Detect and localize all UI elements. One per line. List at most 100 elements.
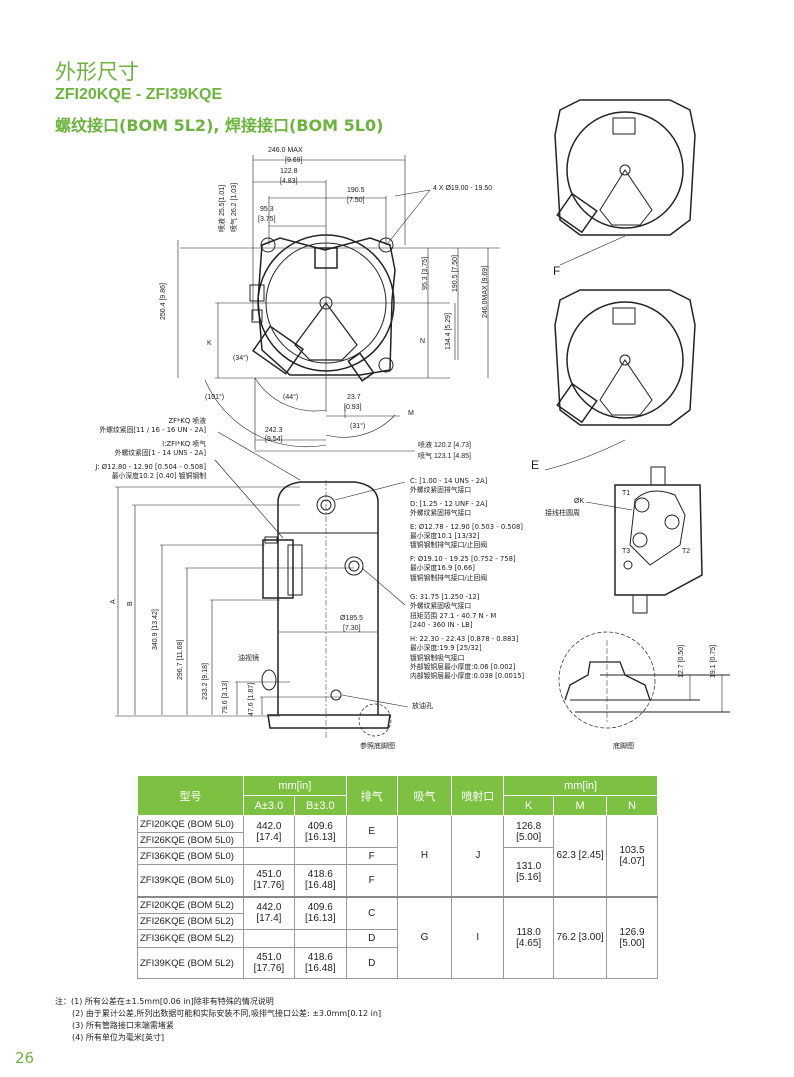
- note-line: 镀铜钢制排气接口/止回阀: [410, 541, 488, 550]
- dim-95-in: [3.75]: [258, 216, 276, 223]
- dim-250: 250.4 [9.86]: [160, 283, 167, 320]
- dim-95: 95.3: [260, 206, 274, 213]
- header-injection: 喷射口: [451, 775, 505, 816]
- dim-242: 242.3: [265, 427, 283, 434]
- dim-12-7: 12.7 [0.50]: [678, 644, 685, 678]
- side-view-drawing: [115, 431, 409, 740]
- note-line: [240 - 360 IN - LB]: [410, 621, 473, 630]
- dim-340: 340.9 [13.42]: [152, 609, 159, 650]
- dim-inj-liquid: 喷液 25.5[1.01]: [219, 184, 226, 232]
- angle-44: (44°): [283, 394, 299, 401]
- dim-n: N: [420, 338, 426, 345]
- dim-k: K: [207, 340, 212, 347]
- view-f-label: F: [553, 264, 561, 278]
- footnotes: 注：(1) 所有公差在±1.5mm[0.06 in]除非有特殊的情况说明 (2)…: [55, 996, 381, 1044]
- dim-m: M: [408, 410, 414, 417]
- dim-diameter: Ø185.5: [340, 615, 363, 622]
- note-line: 外螺纹紧固[1 - 14 UNS - 2A]: [114, 449, 206, 458]
- header-a: A±3.0: [242, 795, 295, 816]
- terminal-box-drawing: [585, 466, 703, 614]
- terminal-circle-label: 接线柱圆周: [545, 510, 580, 517]
- right-connection-notes: C: [1.00 - 14 UNS - 2A]外螺纹紧固排气接口 D: [1.2…: [410, 477, 524, 682]
- dim-296: 296.7 [11.68]: [177, 639, 184, 680]
- dim-r-246: 246.0MAX [9.69]: [482, 265, 489, 318]
- left-connection-notes: ZF*KQ 喷液 外螺纹紧固[11 / 16 - 16 UN - 2A] I:Z…: [60, 417, 206, 481]
- note-line: J: Ø12.80 - 12.90 [0.504 - 0.508]: [95, 462, 206, 471]
- table-row: ZFI39KQE (BOM 5L2)451.0 [17.76]418.6 [16…: [137, 947, 658, 979]
- ok-label: ØK: [574, 498, 585, 505]
- note-line: 扭矩范围 27.1 - 40.7 N - M: [410, 611, 497, 620]
- dim-242-in: [9.54]: [265, 436, 283, 443]
- table-row: ZFI20KQE (BOM 5L2)442.0 [17.4]409.6 [16.…: [137, 895, 658, 979]
- dim-23: 23.7: [347, 394, 361, 401]
- dim-r-190: 190.5 [7.50]: [452, 255, 459, 292]
- dim-190: 190.5: [347, 187, 365, 194]
- angle-101: (101°): [205, 394, 225, 401]
- foot-detail-drawing: [558, 631, 730, 729]
- note-line: ZF*KQ 喷液: [168, 417, 206, 425]
- header-discharge: 排气: [345, 775, 398, 816]
- note-line: 最小深度16.9 [0.66]: [410, 564, 475, 573]
- dim-inj-gas: 喷气 26.2 [1.03]: [231, 182, 238, 232]
- dim-liquid-120: 喷液 120.2 [4.73]: [418, 442, 471, 449]
- note-line: 外螺纹紧固排气接口: [410, 509, 472, 518]
- angle-34: (34°): [233, 355, 249, 362]
- view-e-label: E: [531, 458, 540, 472]
- t1-label: T1: [622, 490, 631, 497]
- dim-19-1: 19.1 [0.75]: [710, 644, 717, 678]
- note-line: 最小深度10.2 [0.40] 镀铜钢制: [111, 472, 206, 481]
- note-line: 外螺纹紧固排气接口: [410, 486, 472, 495]
- top-view-f-drawing: [554, 99, 696, 266]
- note-line: 外部镀铜层最小厚度:0.06 [0.002]: [410, 662, 516, 671]
- note-line: 镀铜钢制排气接口/止回阀: [410, 573, 488, 582]
- dim-gas-123: 喷气 123.1 [4.85]: [418, 453, 471, 460]
- dim-r-95: 95.3 [3.75]: [422, 256, 429, 290]
- header-b: B±3.0: [293, 795, 347, 816]
- dim-134: 134.4 [5.29]: [445, 313, 452, 350]
- header-suction: 吸气: [396, 775, 453, 816]
- footnote: (2) 由于累计公差,所列出数据可能和实际安装不同,吸排气接口公差: ±3.0m…: [72, 1009, 382, 1018]
- dim-b: B: [127, 601, 134, 606]
- note-line: 最小深度10.1 [13/32]: [410, 532, 480, 541]
- dim-a: A: [110, 599, 117, 604]
- dim-190-in: [7.50]: [347, 197, 365, 204]
- note-line: 外螺纹紧固吸气接口: [410, 602, 472, 611]
- dim-122: 122.8: [280, 168, 298, 175]
- note-line: 镀铜钢制吸气接口: [410, 653, 465, 662]
- dim-23-in: [0.93]: [344, 404, 362, 411]
- note-line: C: [1.00 - 14 UNS - 2A]: [410, 477, 488, 485]
- header-n: N: [606, 795, 658, 816]
- note-line: 外螺纹紧固[11 / 16 - 16 UN - 2A]: [99, 426, 206, 435]
- table-row: ZFI36KQE (BOM 5L2)D: [137, 929, 658, 948]
- page-number: 26: [15, 1049, 35, 1067]
- table-row: ZFI20KQE (BOM 5L0)442.0 [17.4]409.6 [16.…: [137, 815, 658, 897]
- note-line: G: 31.75 [1.250 -12]: [410, 593, 480, 602]
- sight-glass-label: 油视镜: [238, 655, 259, 662]
- dim-122-in: [4.83]: [280, 178, 298, 185]
- connection-subtitle: 螺纹接口(BOM 5L2), 焊接接口(BOM 5L0): [55, 116, 384, 135]
- top-view-e-drawing: [544, 289, 696, 471]
- note-line: D: [1.25 - 12 UNF - 2A]: [410, 499, 488, 508]
- footnote: (3) 所有管路接口末端需堵紧: [72, 1021, 174, 1030]
- note-line: I:ZFI*KQ 喷气: [162, 439, 206, 448]
- t2-label: T2: [682, 548, 691, 555]
- foot-view-label: 底脚图: [613, 743, 634, 750]
- note-line: E: Ø12.78 - 12.90 [0.503 - 0.508]: [410, 522, 523, 531]
- note-line: H: 22.30 - 22.43 [0.878 - 0.883]: [410, 634, 519, 643]
- note-line: 内部镀铜层最小厚度:0.038 [0.0015]: [410, 672, 525, 681]
- dim-79: 79.6 [3.13]: [222, 680, 229, 714]
- page-title: 外形尺寸: [55, 60, 139, 84]
- model-range: ZFI20KQE - ZFI39KQE: [55, 86, 223, 103]
- header-m: M: [553, 795, 608, 816]
- header-k: K: [503, 795, 555, 816]
- dim-233: 233.2 [9.18]: [202, 663, 209, 700]
- header-mm: mm[in]: [242, 775, 347, 796]
- footnote: 注：(1) 所有公差在±1.5mm[0.06 in]除非有特殊的情况说明: [55, 997, 274, 1006]
- mounting-holes: 4 X Ø19.00 - 19.50: [433, 185, 493, 192]
- drain-label: 放油孔: [412, 703, 433, 710]
- top-view-drawing: [177, 155, 500, 452]
- dim-47: 47.6 [1.87]: [248, 682, 255, 716]
